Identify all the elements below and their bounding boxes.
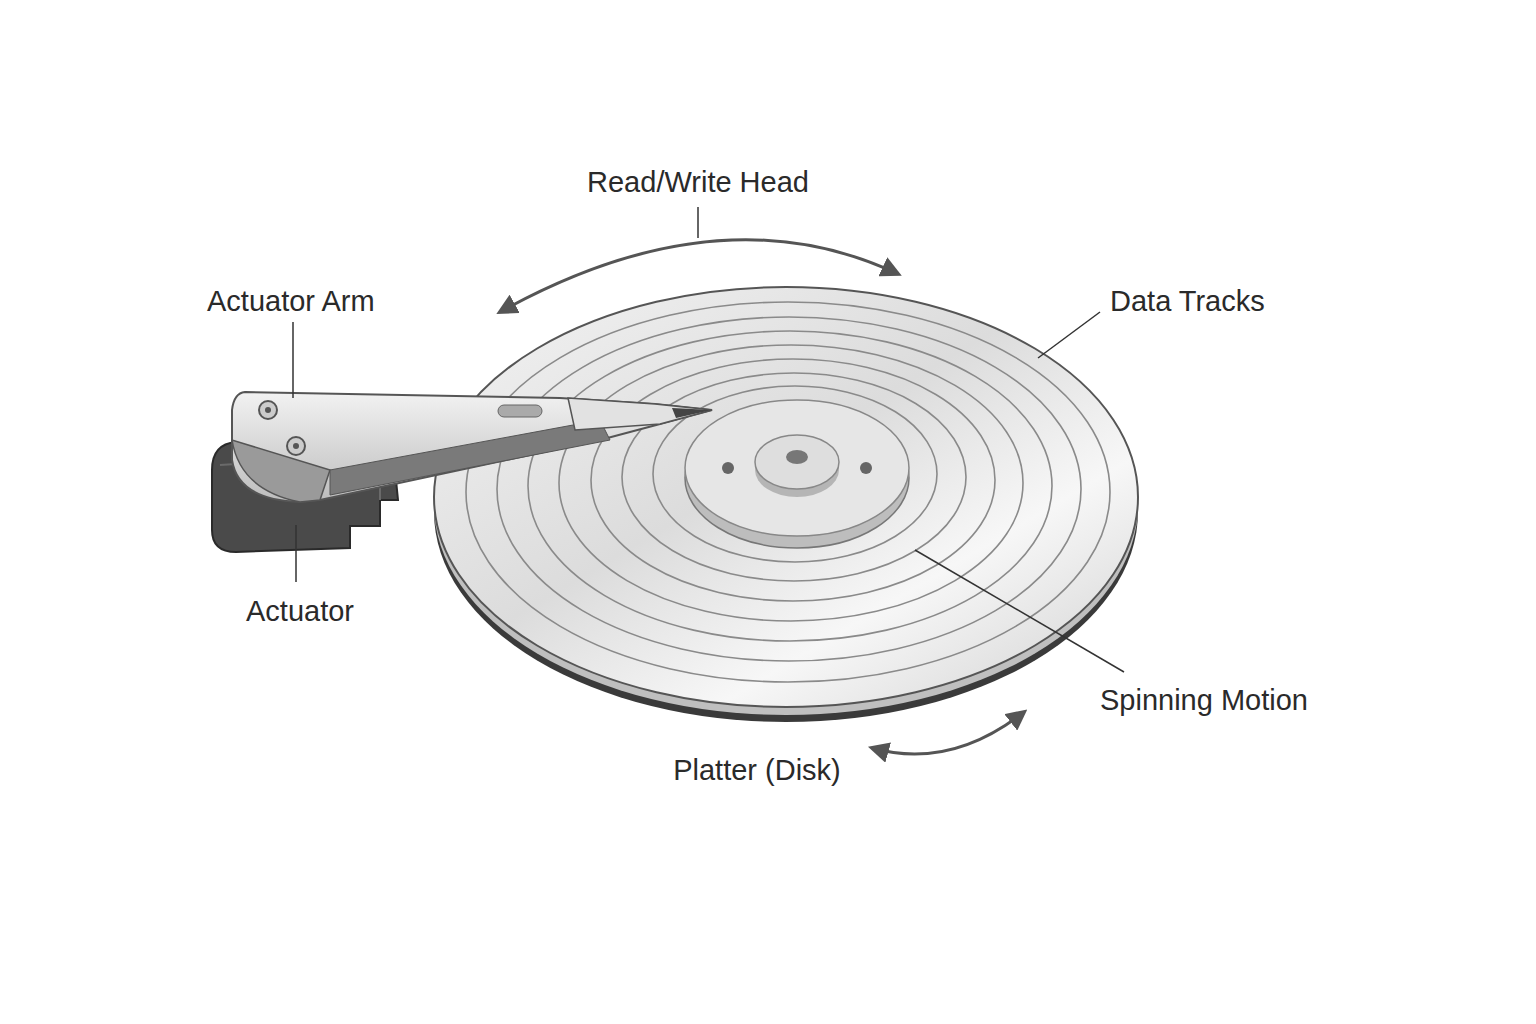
spindle-hub xyxy=(685,400,909,548)
part-label: Actuator Arm xyxy=(207,286,375,318)
spin-arrow xyxy=(872,712,1024,754)
part-label: Actuator xyxy=(246,596,354,628)
leader-lines xyxy=(293,207,1124,672)
actuator-arm xyxy=(232,392,712,502)
head-motion-arrow xyxy=(500,240,898,312)
part-label: Read/Write Head xyxy=(587,167,809,199)
data-tracks xyxy=(466,302,1110,682)
part-label: Data Tracks xyxy=(1110,286,1265,318)
part-label: Platter (Disk) xyxy=(673,755,841,787)
platter xyxy=(434,287,1138,722)
part-label: Spinning Motion xyxy=(1100,685,1308,717)
